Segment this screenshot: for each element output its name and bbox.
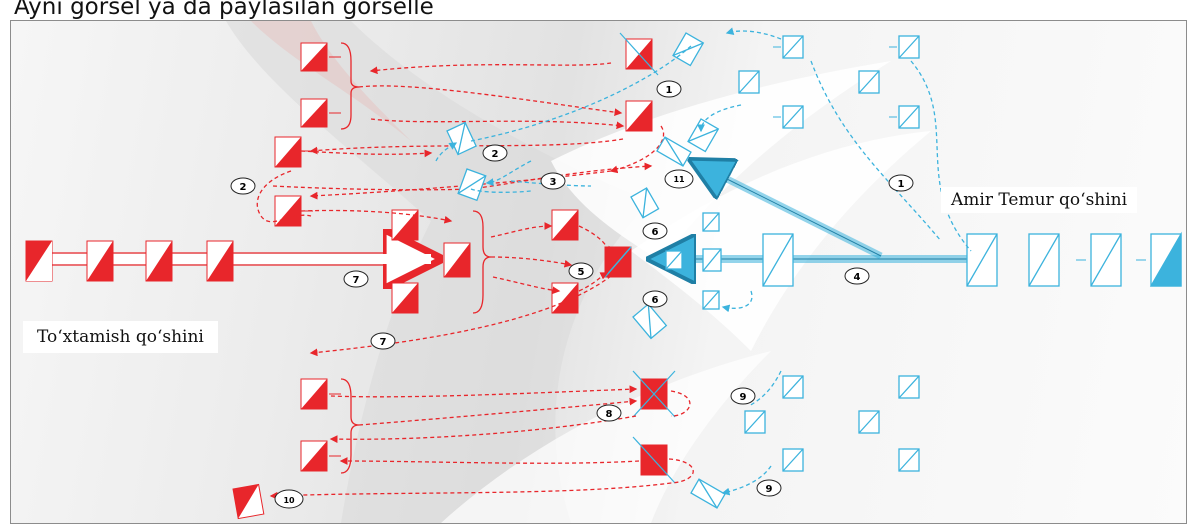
svg-text:1: 1 <box>898 179 905 190</box>
svg-text:1: 1 <box>666 85 673 96</box>
red-dashed-arrows <box>256 62 694 500</box>
marker-7a: 7 <box>343 270 369 288</box>
toxtamish-army-label: To‘xtamish qo‘shini <box>23 321 218 353</box>
header-text: Ayni gorsel ya da paylasilan gorselle <box>14 0 434 20</box>
svg-text:9: 9 <box>740 392 747 403</box>
svg-text:6: 6 <box>652 295 659 306</box>
unit-ticks <box>303 46 1146 457</box>
svg-text:9: 9 <box>766 484 773 495</box>
number-markers: 1 1 2 2 3 4 5 6 6 7 7 8 9 9 10 11 <box>230 80 914 509</box>
marker-2a: 2 <box>482 144 508 162</box>
blue-dashed-arrows <box>435 27 972 496</box>
marker-9b: 9 <box>756 479 782 497</box>
marker-3: 3 <box>540 172 566 190</box>
svg-text:2: 2 <box>492 149 499 160</box>
marker-4: 4 <box>844 267 870 285</box>
marker-8: 8 <box>596 404 622 422</box>
svg-text:7: 7 <box>380 337 387 348</box>
diagram-canvas: 1 1 2 2 3 4 5 6 6 7 7 8 9 9 10 11 <box>25 21 1182 523</box>
svg-text:7: 7 <box>353 275 360 286</box>
marker-7b: 7 <box>370 332 396 350</box>
marker-10: 10 <box>274 489 304 509</box>
marker-11: 11 <box>664 169 694 189</box>
svg-text:11: 11 <box>673 175 685 184</box>
svg-text:10: 10 <box>283 496 295 505</box>
svg-text:4: 4 <box>854 272 861 283</box>
marker-1b: 1 <box>888 174 914 192</box>
svg-text:8: 8 <box>606 409 613 420</box>
amir-temur-army-label: Amir Temur qo‘shini <box>941 187 1138 213</box>
marker-1a: 1 <box>656 80 682 98</box>
battle-diagram: 1 1 2 2 3 4 5 6 6 7 7 8 9 9 10 11 Amir T… <box>10 20 1187 524</box>
svg-text:6: 6 <box>652 227 659 238</box>
marker-2b: 2 <box>230 177 256 195</box>
marker-6b: 6 <box>642 290 668 308</box>
svg-text:5: 5 <box>578 267 585 278</box>
red-units <box>25 32 676 520</box>
svg-text:2: 2 <box>240 182 247 193</box>
svg-text:3: 3 <box>550 177 557 188</box>
marker-9a: 9 <box>730 387 756 405</box>
marker-6a: 6 <box>642 222 668 240</box>
marker-5: 5 <box>568 262 594 280</box>
